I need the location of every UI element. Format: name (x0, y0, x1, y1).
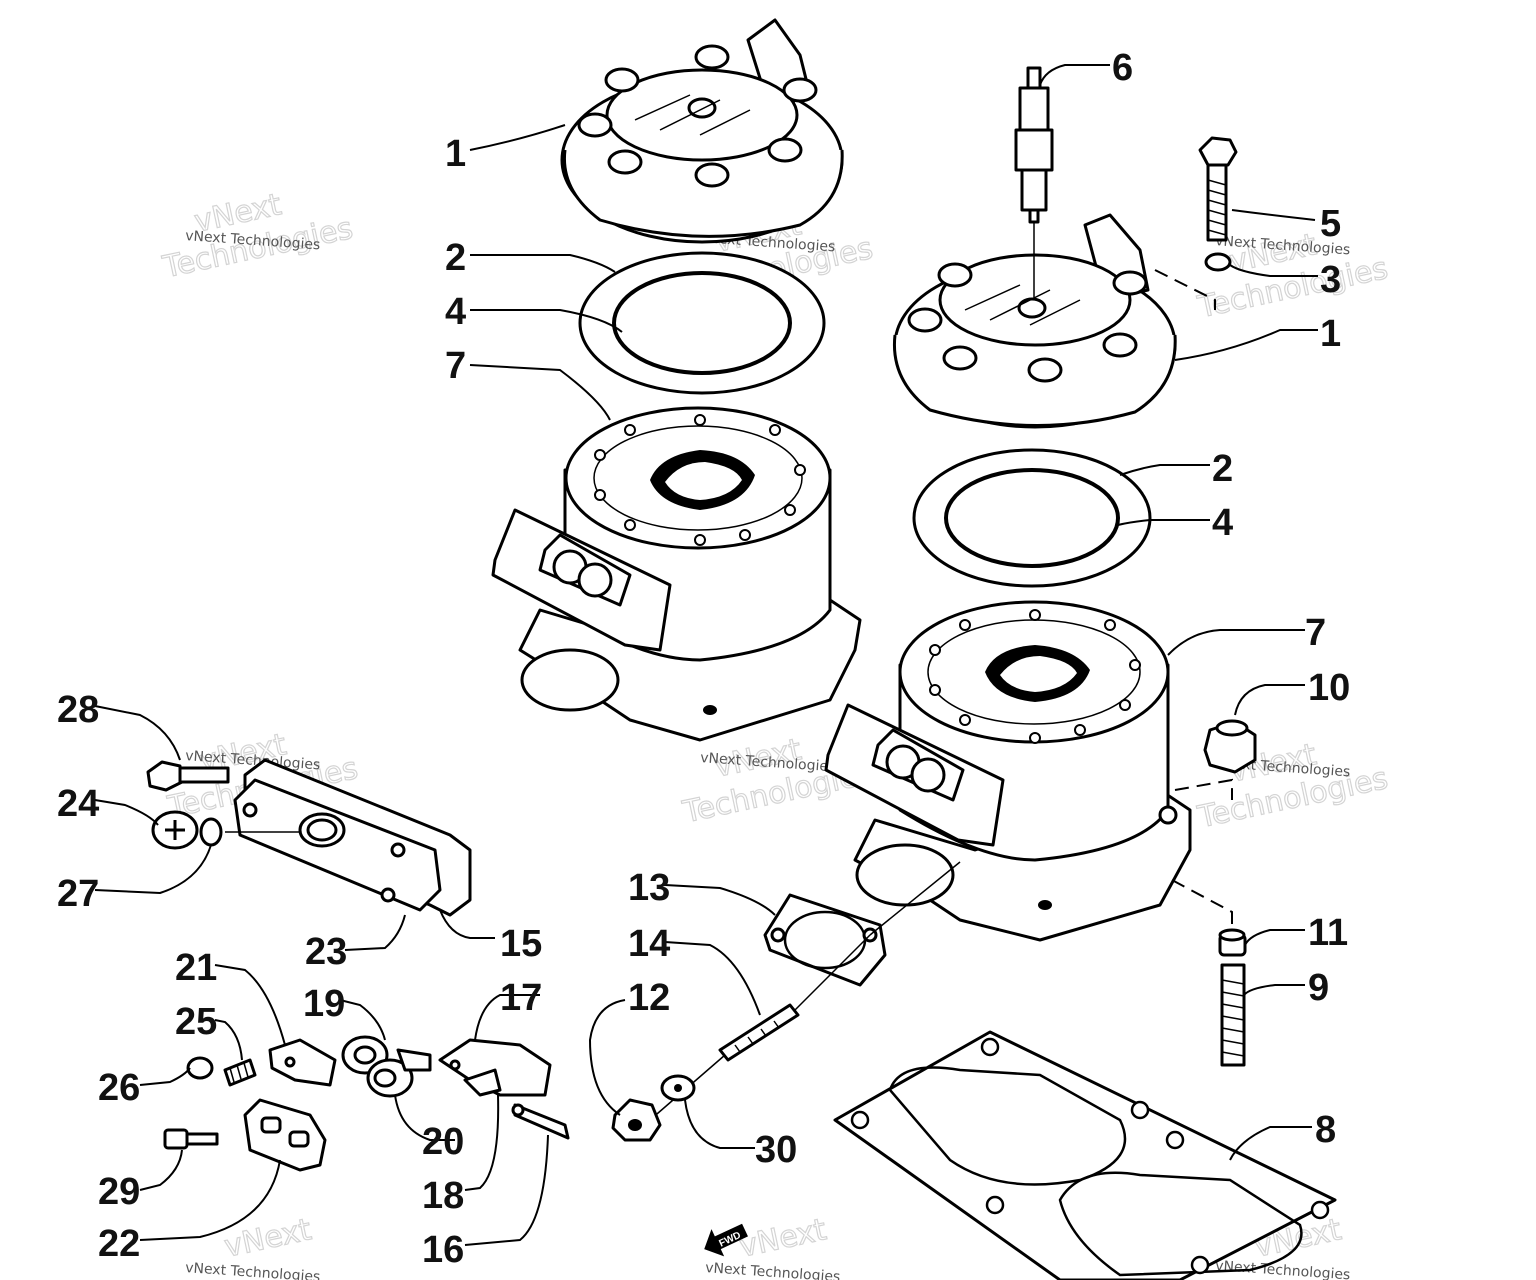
callout-27: 27 (57, 873, 99, 915)
callout-22: 22 (98, 1223, 140, 1265)
cylinder-stud (1220, 963, 1246, 1067)
cylinder-head-right (892, 213, 1177, 429)
valve-bolt-29 (163, 1128, 219, 1150)
watermark-small: vNext Technologies (1215, 1258, 1351, 1280)
callout-7: 7 (445, 345, 466, 387)
callout-13: 13 (628, 867, 670, 909)
callout-12: 12 (628, 977, 670, 1019)
cylinder-head-left (560, 18, 844, 244)
watermark-small: vNext Technologies (705, 1260, 841, 1280)
callout-4: 4 (1212, 502, 1233, 544)
callout-3: 3 (1320, 259, 1341, 301)
watermark-small: vNext Technologies (185, 1260, 321, 1280)
cylinder-left (491, 406, 862, 742)
callout-8: 8 (1315, 1109, 1336, 1151)
valve-plug-26 (186, 1056, 214, 1080)
watermark-big: vNext (736, 1212, 829, 1265)
callout-26: 26 (98, 1067, 140, 1109)
valve-cover-bolt (146, 760, 230, 792)
callout-19: 19 (303, 983, 345, 1025)
valve-spring-25 (223, 1058, 257, 1087)
callout-6: 6 (1112, 47, 1133, 89)
callout-11: 11 (1308, 912, 1348, 954)
head-bolt (1198, 136, 1238, 242)
exhaust-stud (718, 1003, 800, 1062)
callout-29: 29 (98, 1171, 140, 1213)
cylinder-right (824, 600, 1192, 942)
exhaust-gasket (763, 893, 887, 987)
base-gasket (833, 1030, 1337, 1280)
head-bolt-washer (1204, 252, 1232, 272)
exhaust-washer (660, 1074, 696, 1102)
callout-14: 14 (628, 923, 670, 965)
cylinder-spacer (1218, 928, 1247, 957)
callout-1: 1 (1320, 313, 1341, 355)
callout-16: 16 (422, 1229, 464, 1271)
valve-plate-22 (243, 1098, 327, 1172)
callout-7: 7 (1305, 612, 1326, 654)
head-gasket-rings-left (578, 251, 826, 395)
callout-21: 21 (175, 947, 217, 989)
callout-28: 28 (57, 689, 99, 731)
valve-retainer-21 (268, 1038, 337, 1087)
callout-9: 9 (1308, 967, 1329, 1009)
leader-lines (94, 64, 1318, 1246)
callout-5: 5 (1320, 203, 1341, 245)
cylinder-nut (1203, 719, 1257, 774)
watermark-big: vNext (221, 1212, 314, 1265)
callout-23: 23 (305, 931, 347, 973)
callout-15: 15 (500, 923, 542, 965)
callout-25: 25 (175, 1001, 217, 1043)
callout-20: 20 (422, 1121, 464, 1163)
spark-plug (1014, 66, 1054, 300)
valve-body-17-18 (438, 1038, 552, 1097)
callout-17: 17 (500, 977, 542, 1019)
valve-cover-screw (151, 810, 199, 850)
callout-numbers: 1 1 2 2 3 4 4 5 6 7 7 8 9 10 11 12 13 14… (57, 47, 1350, 1271)
head-gasket-rings-right (912, 448, 1152, 588)
callout-2: 2 (445, 237, 466, 279)
callout-24: 24 (57, 783, 99, 825)
callout-18: 18 (422, 1175, 464, 1217)
callout-1: 1 (445, 133, 466, 175)
valve-bushing-19-20 (341, 1035, 432, 1098)
callout-30: 30 (755, 1129, 797, 1171)
valve-pin-16 (511, 1103, 570, 1140)
valve-cover-o-ring (199, 817, 223, 847)
callout-2: 2 (1212, 448, 1233, 490)
callout-10: 10 (1308, 667, 1350, 709)
exhaust-nut (611, 1098, 662, 1142)
callout-4: 4 (445, 291, 466, 333)
valve-cover (233, 778, 442, 912)
